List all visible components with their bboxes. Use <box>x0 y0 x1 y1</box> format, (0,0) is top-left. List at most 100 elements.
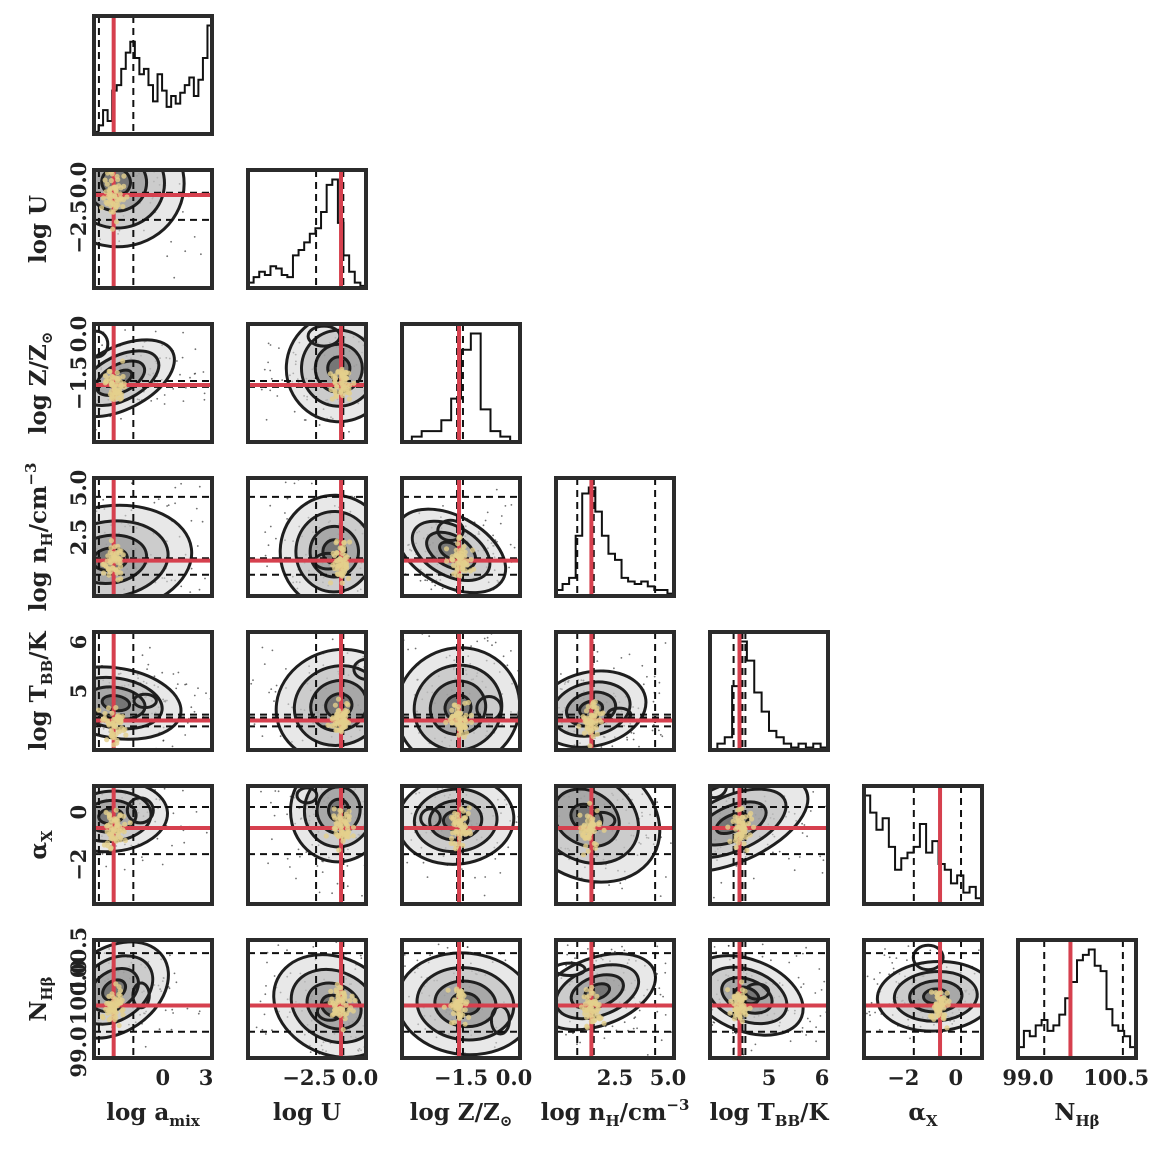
sample-point <box>65 835 67 837</box>
sample-point <box>85 843 87 845</box>
sample-point <box>536 959 538 961</box>
sample-point <box>173 276 176 279</box>
sample-point <box>523 704 525 706</box>
fit-sample-point <box>118 570 124 576</box>
sample-point <box>1048 978 1050 980</box>
sample-point <box>360 923 362 925</box>
sample-point <box>805 1034 807 1036</box>
sample-point <box>614 950 616 953</box>
sample-point <box>23 144 25 146</box>
sample-point <box>539 988 541 990</box>
sample-point <box>689 1010 691 1012</box>
sample-point <box>66 424 68 426</box>
sample-point <box>109 599 111 601</box>
sample-point <box>546 836 548 838</box>
fit-sample-point <box>455 998 461 1004</box>
fit-sample-point <box>341 815 347 822</box>
sample-point <box>351 759 353 761</box>
sample-point <box>397 788 399 790</box>
sample-point <box>700 842 702 844</box>
sample-point <box>386 818 388 820</box>
x-tick-label: −1.5 <box>434 1065 488 1090</box>
fit-sample-point <box>732 814 738 820</box>
sample-point <box>459 1096 461 1098</box>
sample-point <box>284 512 286 514</box>
fit-sample-point <box>588 721 594 727</box>
sample-point <box>659 733 662 736</box>
sample-point <box>553 781 555 783</box>
sample-point <box>504 959 507 962</box>
sample-point <box>636 1027 638 1030</box>
sample-point <box>386 1061 388 1063</box>
sample-point <box>374 711 376 713</box>
sample-point <box>377 784 379 786</box>
sample-point <box>387 667 389 669</box>
fit-sample-point <box>462 717 468 723</box>
fit-sample-point <box>937 1005 943 1011</box>
fit-sample-point <box>462 724 468 731</box>
sample-point <box>685 1006 687 1008</box>
sample-point <box>696 803 698 805</box>
fit-sample-point <box>584 834 590 840</box>
fit-sample-point <box>120 552 126 558</box>
sample-point <box>377 797 379 799</box>
sample-point <box>88 156 90 158</box>
sample-point <box>92 768 94 770</box>
sample-point <box>623 1021 626 1024</box>
fit-sample-point <box>459 806 465 812</box>
sample-point <box>271 838 273 841</box>
scatter-log_nH-vs-alpha_X <box>505 781 702 906</box>
x-tick-label: 99.0 <box>1002 1065 1053 1090</box>
sample-point <box>52 710 54 712</box>
sample-point <box>381 374 383 376</box>
sample-point <box>853 957 855 959</box>
fit-sample-point <box>583 843 589 849</box>
sample-point <box>834 1014 836 1016</box>
sample-point <box>90 745 92 747</box>
sample-point <box>326 757 328 759</box>
sample-point <box>371 996 373 998</box>
panel-frame-log_TBB <box>708 630 830 752</box>
scatter-log_nH-vs-N_Hbeta <box>382 938 676 1060</box>
sample-point <box>393 825 395 827</box>
sample-point <box>111 166 113 168</box>
sample-point <box>313 772 315 774</box>
sample-point <box>603 1037 606 1040</box>
scatter-log_U-vs-alpha_X <box>246 757 399 906</box>
sample-point <box>505 859 507 861</box>
sample-point <box>534 745 536 747</box>
sample-point <box>382 1010 384 1012</box>
sample-point <box>190 706 193 709</box>
density-contour <box>94 329 110 359</box>
sample-point <box>184 683 187 686</box>
sample-point <box>68 512 70 514</box>
sample-point <box>136 775 138 777</box>
fit-sample-point <box>334 727 340 733</box>
sample-point <box>5 1012 7 1014</box>
sample-point <box>682 789 684 791</box>
sample-point <box>821 872 824 874</box>
fit-sample-point <box>741 826 747 832</box>
sample-point <box>54 821 56 823</box>
sample-point <box>548 555 550 557</box>
sample-point <box>761 943 764 946</box>
sample-point <box>53 587 55 589</box>
sample-point <box>659 895 662 897</box>
sample-point <box>465 921 467 923</box>
sample-point <box>228 1076 230 1078</box>
sample-point <box>652 1001 654 1003</box>
sample-point <box>424 329 426 331</box>
sample-point <box>77 704 79 706</box>
sample-point <box>269 369 272 372</box>
sample-point <box>527 755 529 757</box>
sample-point <box>125 110 127 112</box>
sample-point <box>506 755 508 757</box>
sample-point <box>608 884 610 886</box>
sample-point <box>55 595 57 597</box>
fit-sample-point <box>457 710 463 717</box>
sample-point <box>102 498 105 501</box>
fit-sample-point <box>449 835 455 842</box>
sample-point <box>996 962 998 964</box>
sample-point <box>189 376 191 379</box>
sample-point <box>136 598 138 600</box>
